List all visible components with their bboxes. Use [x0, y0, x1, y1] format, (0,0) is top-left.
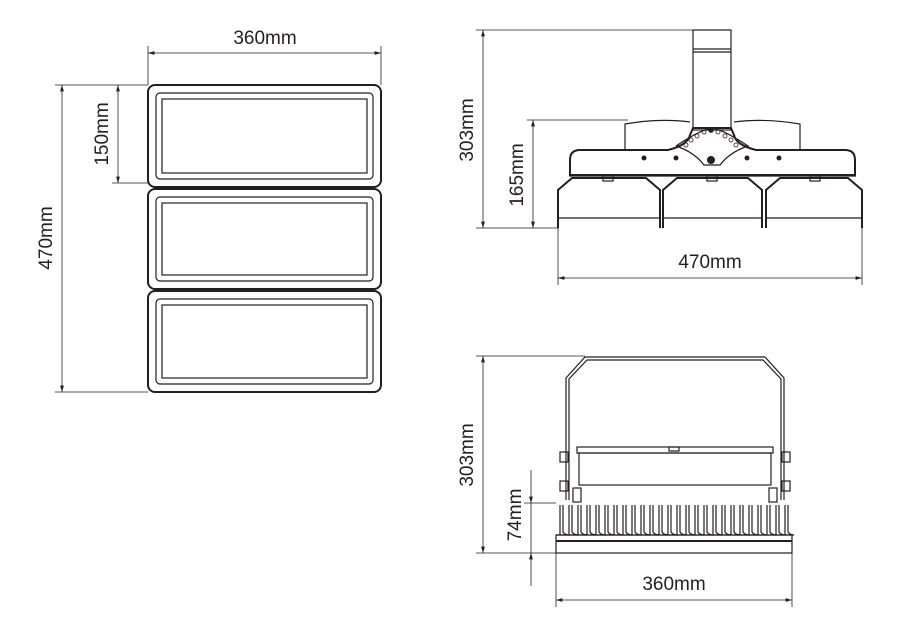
heatsink — [555, 505, 795, 554]
driver-box — [559, 446, 791, 503]
dimension-end-height: 303mm — [457, 355, 585, 554]
dimension-label: 303mm — [457, 423, 478, 486]
side-view: 303mm 165mm 470mm — [457, 29, 863, 285]
module-3 — [147, 290, 382, 393]
heatsink-fin — [604, 505, 615, 536]
heatsink-fin — [775, 505, 786, 536]
front-view: 360mm 470mm 150mm — [36, 28, 382, 393]
dimension-label: 470mm — [678, 252, 741, 273]
dimension-label: 74mm — [505, 489, 526, 542]
dimension-label: 470mm — [36, 206, 57, 269]
dimension-module-height: 150mm — [92, 85, 148, 184]
end-view: 303mm 74mm 360mm — [457, 355, 795, 607]
heatsink-fin — [676, 505, 687, 536]
mounting-stem — [692, 29, 732, 131]
heatsink-fin — [622, 505, 633, 536]
dimension-end-width: 360mm — [555, 553, 793, 607]
heatsink-fin — [568, 505, 579, 536]
dimension-height: 470mm — [36, 84, 148, 393]
heatsink-fin — [685, 505, 696, 536]
heatsink-fin — [586, 505, 597, 536]
pivot-bolt — [707, 156, 715, 164]
lamp-heads — [557, 175, 863, 228]
heatsink-fin — [613, 505, 624, 536]
tilt-holes — [683, 129, 739, 148]
dimension-label: 150mm — [92, 102, 113, 165]
heatsink-fin — [658, 505, 669, 536]
dimension-body-height: 165mm — [507, 119, 628, 228]
heatsink-fin — [730, 505, 741, 536]
heatsink-fin — [694, 505, 705, 536]
arm-bar — [569, 127, 856, 177]
dimension-label: 360mm — [233, 28, 296, 49]
heatsink-fin — [766, 505, 777, 536]
heatsink-fin — [784, 505, 795, 536]
dimension-label: 360mm — [642, 574, 705, 595]
heatsink-fin — [721, 505, 732, 536]
module-2 — [147, 188, 382, 290]
upper-housings — [624, 119, 801, 150]
dimension-label: 165mm — [507, 143, 528, 206]
dimension-side-width: 470mm — [557, 228, 863, 285]
heatsink-fin — [559, 505, 570, 536]
dimension-width: 360mm — [147, 28, 382, 85]
heatsink-fin — [739, 505, 750, 536]
heatsink-fin — [757, 505, 768, 536]
heatsink-fin — [577, 505, 588, 536]
dimension-side-height: 303mm — [457, 29, 693, 229]
heatsink-fin — [649, 505, 660, 536]
heatsink-fin — [748, 505, 759, 536]
heatsink-fin — [703, 505, 714, 536]
dimension-label: 303mm — [457, 98, 478, 161]
heatsink-fin — [667, 505, 678, 536]
mounting-bracket — [565, 356, 785, 500]
module-1 — [147, 84, 382, 188]
heatsink-fin — [712, 505, 723, 536]
heatsink-fin — [631, 505, 642, 536]
heatsink-fin — [640, 505, 651, 536]
dimension-heatsink-height: 74mm — [505, 470, 556, 586]
heatsink-fin — [595, 505, 606, 536]
